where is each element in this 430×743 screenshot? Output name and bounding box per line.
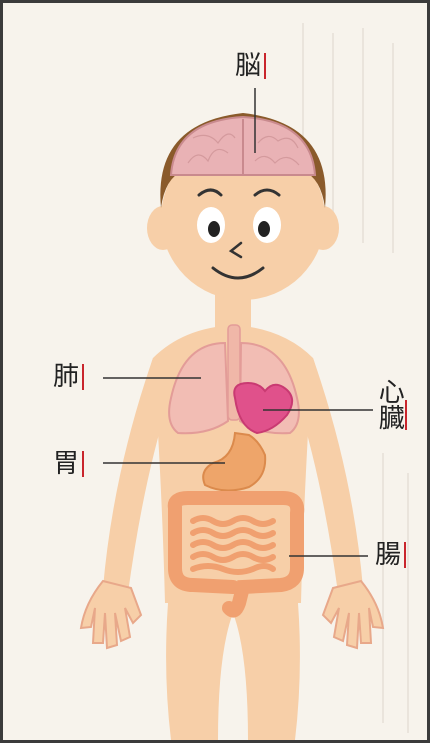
- label-lungs-text: 肺: [53, 362, 79, 392]
- label-lungs-marker: [82, 364, 84, 390]
- right-hand: [323, 581, 383, 648]
- label-heart: 心臓: [375, 378, 407, 430]
- label-stomach-marker: [82, 451, 84, 477]
- right-pupil: [258, 221, 270, 237]
- label-intestines-marker: [404, 542, 406, 568]
- label-brain-marker: [264, 53, 266, 79]
- label-stomach: 胃: [53, 451, 84, 477]
- left-pupil: [208, 221, 220, 237]
- label-heart-text: 心臓: [375, 378, 402, 430]
- label-stomach-text: 胃: [53, 449, 79, 479]
- left-hand: [81, 581, 141, 648]
- legs: [166, 603, 300, 740]
- label-intestines: 腸: [375, 542, 406, 568]
- label-brain: 脳: [235, 53, 266, 79]
- label-heart-marker: [405, 400, 407, 430]
- label-intestines-text: 腸: [375, 540, 401, 570]
- label-lungs: 肺: [53, 364, 84, 390]
- label-brain-text: 脳: [235, 51, 261, 81]
